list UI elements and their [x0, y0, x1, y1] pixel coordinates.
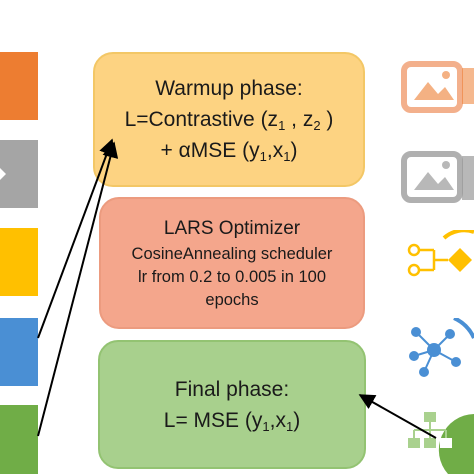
warmup-phase-box: Warmup phase: L=Contrastive (z1 , z2 ) +…	[93, 52, 365, 187]
yellow-block	[0, 228, 38, 296]
green-block	[0, 405, 38, 474]
partial-arrow-icon	[0, 168, 6, 180]
network-icon	[409, 318, 474, 377]
decision-tree-icon	[407, 230, 474, 277]
optimizer-name: LARS Optimizer	[163, 217, 301, 239]
hierarchy-icon	[408, 412, 474, 474]
gray-block	[0, 140, 38, 208]
image-icon-orange	[401, 61, 474, 113]
orange-block	[0, 52, 38, 120]
arrow-blue-to-warmup	[37, 138, 115, 339]
arrow-hierarchy-to-final	[358, 394, 437, 439]
scheduler-name: CosineAnnealing scheduler	[131, 244, 333, 263]
final-title: Final phase:	[174, 377, 290, 401]
optimizer-box: LARS Optimizer CosineAnnealing scheduler…	[99, 197, 365, 329]
warmup-loss-line: L=Contrastive (z1 , z2 )	[124, 108, 334, 133]
warmup-mse-term: + αMSE (y1,x1)	[160, 139, 298, 164]
final-loss-line: L= MSE (y1,x1)	[163, 408, 301, 434]
image-icon-gray	[401, 151, 474, 203]
lr-range: lr from 0.2 to 0.005 in 100	[137, 267, 327, 286]
lr-epochs: epochs	[205, 290, 259, 309]
blue-block	[0, 318, 38, 386]
warmup-title: Warmup phase:	[155, 77, 303, 100]
final-phase-box: Final phase: L= MSE (y1,x1)	[98, 340, 366, 469]
arrow-green-to-warmup	[37, 141, 119, 437]
